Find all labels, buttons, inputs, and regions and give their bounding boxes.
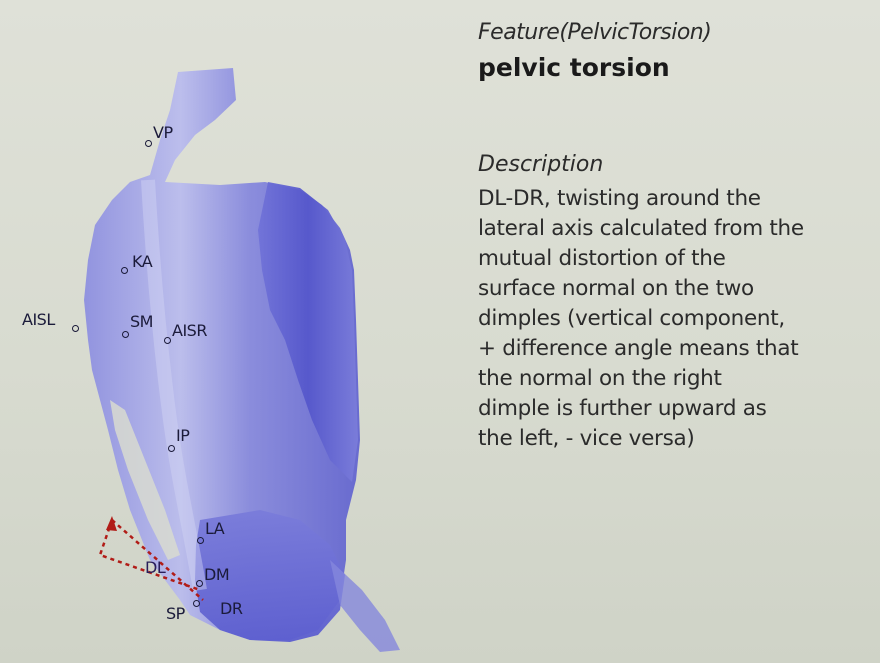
landmark-aisl-label: AISL — [22, 312, 55, 328]
description-line: dimple is further upward as — [478, 394, 878, 424]
landmark-dm-label: DM — [204, 567, 229, 583]
feature-info-panel: Feature(PelvicTorsion) pelvic torsion De… — [478, 18, 878, 454]
description-line: DL-DR, twisting around the — [478, 184, 878, 214]
landmark-ip-dot — [168, 445, 175, 452]
landmark-aisl-dot — [72, 325, 79, 332]
description-line: surface normal on the two — [478, 274, 878, 304]
landmark-sp-dot — [193, 600, 200, 607]
description-line: the normal on the right — [478, 364, 878, 394]
arrow-head-marker — [106, 516, 117, 531]
landmark-vp-dot — [145, 140, 152, 147]
description-line: lateral axis calculated from the — [478, 214, 878, 244]
back-surface-figure: VP KA AISL SM AISR IP LA DL DM SP DR — [0, 0, 470, 663]
description-line: the left, - vice versa) — [478, 424, 878, 454]
body-topography-image — [0, 0, 470, 663]
landmark-aisr-dot — [164, 337, 171, 344]
landmark-la-dot — [197, 537, 204, 544]
landmark-la-label: LA — [205, 521, 224, 537]
landmark-dm-dot — [196, 580, 203, 587]
landmark-sm-dot — [122, 331, 129, 338]
description-body: DL-DR, twisting around the lateral axis … — [478, 184, 878, 454]
landmark-ka-label: KA — [132, 254, 152, 270]
description-line: dimples (vertical component, — [478, 304, 878, 334]
description-line: mutual distortion of the — [478, 244, 878, 274]
landmark-vp-label: VP — [153, 125, 173, 141]
landmark-ip-label: IP — [176, 428, 189, 444]
description-heading: Description — [478, 150, 878, 180]
landmark-sp-label: SP — [166, 606, 185, 622]
landmark-aisr-label: AISR — [172, 323, 207, 339]
landmark-dr-label: DR — [220, 601, 242, 617]
landmark-dl-label: DL — [145, 560, 165, 576]
landmark-ka-dot — [121, 267, 128, 274]
description-line: + difference angle means that — [478, 334, 878, 364]
feature-title: Feature(PelvicTorsion) — [478, 18, 878, 48]
landmark-sm-label: SM — [130, 314, 153, 330]
feature-name: pelvic torsion — [478, 52, 878, 84]
